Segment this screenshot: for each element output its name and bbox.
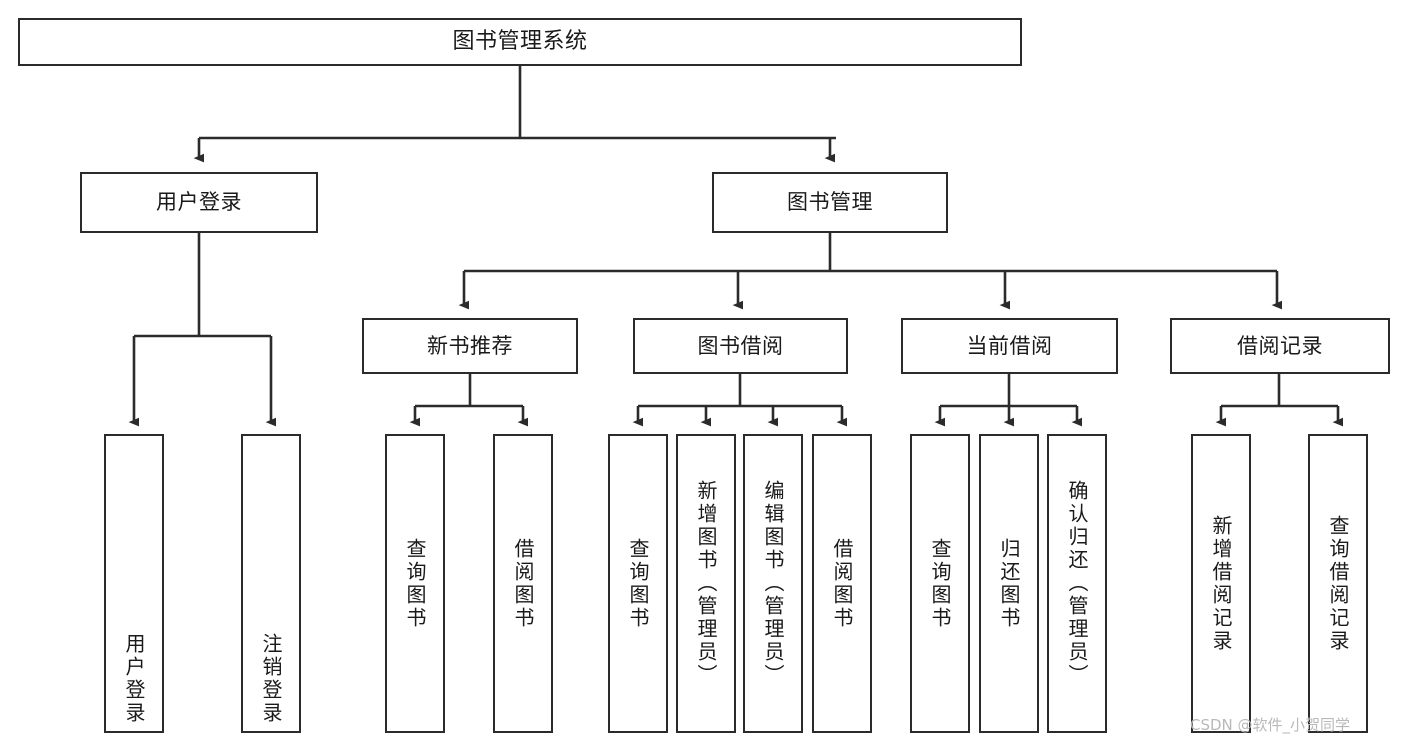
leaf-query-book-recommend[interactable]: 查询图书 <box>385 434 445 733</box>
node-label: 借阅记录 <box>1237 333 1323 358</box>
leaf-query-borrow-record[interactable]: 查询借阅记录 <box>1308 434 1368 733</box>
node-label: 查询图书 <box>928 537 952 630</box>
csdn-watermark: CSDN @软件_小贺同学 <box>1190 716 1351 734</box>
leaf-query-book-borrow[interactable]: 查询图书 <box>608 434 668 733</box>
node-current-borrow[interactable]: 当前借阅 <box>901 318 1118 374</box>
node-label: 当前借阅 <box>966 333 1053 358</box>
node-label: 注销登录 <box>259 633 283 725</box>
node-label: 用户登录 <box>156 190 242 215</box>
node-label: 编辑图书（管理员） <box>761 480 785 687</box>
node-label: 确认归还（管理员） <box>1065 480 1089 687</box>
node-label: 用户登录 <box>122 633 146 725</box>
leaf-borrow-book-recommend[interactable]: 借阅图书 <box>493 434 553 733</box>
node-label: 借阅图书 <box>511 537 535 630</box>
node-label: 归还图书 <box>997 537 1021 630</box>
node-label: 查询图书 <box>403 537 427 630</box>
node-label: 图书借阅 <box>697 333 784 358</box>
leaf-user-login[interactable]: 用户登录 <box>104 434 164 733</box>
node-book-management[interactable]: 图书管理 <box>712 172 948 233</box>
leaf-edit-book-admin[interactable]: 编辑图书（管理员） <box>743 434 803 733</box>
leaf-borrow-book-borrow[interactable]: 借阅图书 <box>812 434 872 733</box>
node-user-login[interactable]: 用户登录 <box>80 172 318 233</box>
node-label: 查询借阅记录 <box>1326 514 1350 653</box>
node-label: 图书管理系统 <box>452 29 588 55</box>
leaf-add-book-admin[interactable]: 新增图书（管理员） <box>676 434 736 733</box>
node-book-borrow[interactable]: 图书借阅 <box>633 318 848 374</box>
node-label: 新增图书（管理员） <box>694 480 718 687</box>
leaf-user-logout[interactable]: 注销登录 <box>241 434 301 733</box>
node-new-book-recommend[interactable]: 新书推荐 <box>362 318 578 374</box>
leaf-confirm-return-admin[interactable]: 确认归还（管理员） <box>1047 434 1107 733</box>
node-borrow-record[interactable]: 借阅记录 <box>1170 318 1390 374</box>
leaf-return-book[interactable]: 归还图书 <box>979 434 1039 733</box>
node-root-book-management-system[interactable]: 图书管理系统 <box>18 18 1022 66</box>
node-label: 图书管理 <box>787 190 873 215</box>
node-label: 新增借阅记录 <box>1209 514 1233 653</box>
node-label: 借阅图书 <box>830 537 854 630</box>
leaf-add-borrow-record[interactable]: 新增借阅记录 <box>1191 434 1251 733</box>
leaf-query-book-current[interactable]: 查询图书 <box>910 434 970 733</box>
node-label: 查询图书 <box>626 537 650 630</box>
node-label: 新书推荐 <box>427 333 513 358</box>
